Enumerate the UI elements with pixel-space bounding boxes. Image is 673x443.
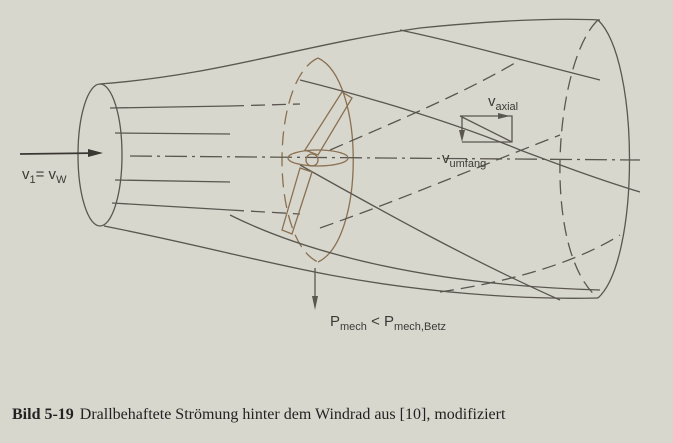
figure-number: Bild 5-19 xyxy=(12,406,74,423)
stream-tube-top-contour xyxy=(99,18,601,85)
stream-tube-bottom-contour xyxy=(103,225,599,299)
caption-text: Drallbehaftete Strömung hinter dem Windr… xyxy=(79,406,506,423)
inflow-velocity-label: v1= vW xyxy=(22,166,67,186)
rotor-plane-front xyxy=(317,57,354,263)
rotor-blades xyxy=(281,91,353,235)
rotor-plane-back xyxy=(281,57,319,263)
power-label: Pmech < Pmech,Betz xyxy=(330,313,446,333)
velocity-triangle xyxy=(459,113,513,143)
inlet-cross-section xyxy=(77,83,123,227)
helical-streamlines xyxy=(229,29,641,301)
figure-caption: Bild 5-19 Drallbehaftete Strömung hinter … xyxy=(12,406,505,424)
inlet-streamlines xyxy=(109,103,301,215)
axial-velocity-label: vaxial xyxy=(488,93,518,113)
inflow-arrow xyxy=(19,152,101,155)
circumferential-velocity-label: vumfang xyxy=(442,150,486,170)
outlet-cross-section-back xyxy=(559,19,599,299)
rotation-axis xyxy=(129,155,641,161)
inflow-arrowhead-icon xyxy=(88,149,103,157)
power-arrowhead-icon xyxy=(312,296,318,310)
outlet-cross-section-front xyxy=(597,19,631,299)
